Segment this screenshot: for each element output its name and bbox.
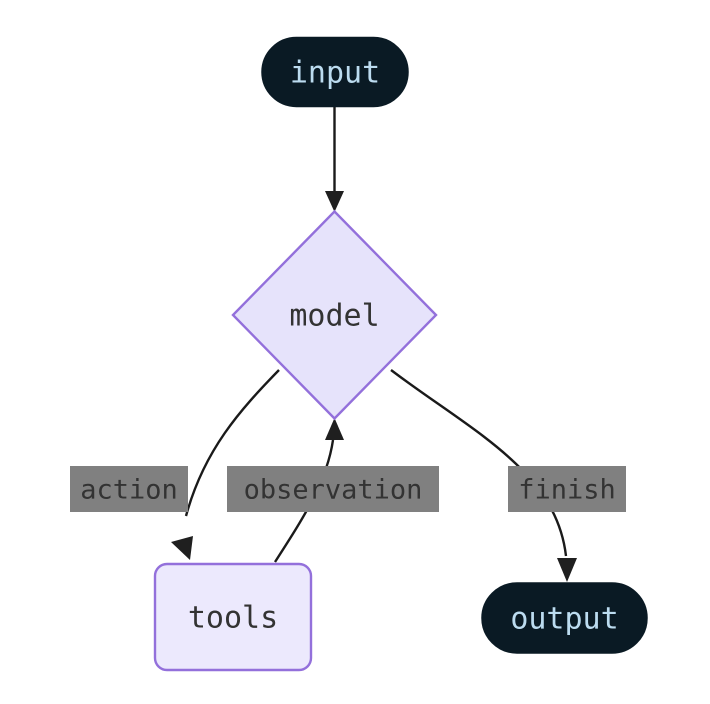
edge-label-action-background <box>70 466 188 512</box>
node-model-shape <box>231 209 438 421</box>
edge-label-action[interactable]: action <box>70 466 188 512</box>
node-tools-label: tools <box>188 601 278 636</box>
node-input[interactable]: input <box>261 36 409 108</box>
node-input-shape <box>261 36 409 108</box>
edge-model-to-tools-arrowhead <box>171 536 193 560</box>
node-tools[interactable]: tools <box>153 562 313 672</box>
node-output-label: output <box>510 602 618 637</box>
edge-model-to-output[interactable] <box>390 369 577 582</box>
edge-label-action-text: action <box>80 475 178 506</box>
node-output-shape <box>481 582 648 654</box>
edge-model-to-tools[interactable] <box>171 369 280 560</box>
node-layer: input model tools output <box>153 36 648 672</box>
edge-label-observation-background <box>227 466 439 512</box>
edge-label-layer: action observation finish <box>70 466 626 512</box>
edge-label-finish-text: finish <box>518 475 616 506</box>
node-model[interactable]: model <box>231 209 438 421</box>
node-input-label: input <box>290 56 380 91</box>
edge-label-observation-text: observation <box>244 475 423 506</box>
edge-model-to-tools-path <box>184 369 280 517</box>
edge-label-observation[interactable]: observation <box>227 466 439 512</box>
edge-input-to-model[interactable] <box>325 106 344 212</box>
edge-model-to-output-arrowhead <box>557 558 577 582</box>
edge-input-to-model-arrowhead <box>325 191 344 212</box>
node-output[interactable]: output <box>481 582 648 654</box>
edge-model-to-output-path <box>390 369 568 557</box>
edge-tools-to-model-arrowhead <box>325 418 344 440</box>
edge-layer <box>171 106 577 582</box>
edge-label-finish[interactable]: finish <box>508 466 626 512</box>
edge-label-finish-background <box>508 466 626 512</box>
node-model-label: model <box>289 299 379 334</box>
node-tools-shape <box>153 562 313 672</box>
